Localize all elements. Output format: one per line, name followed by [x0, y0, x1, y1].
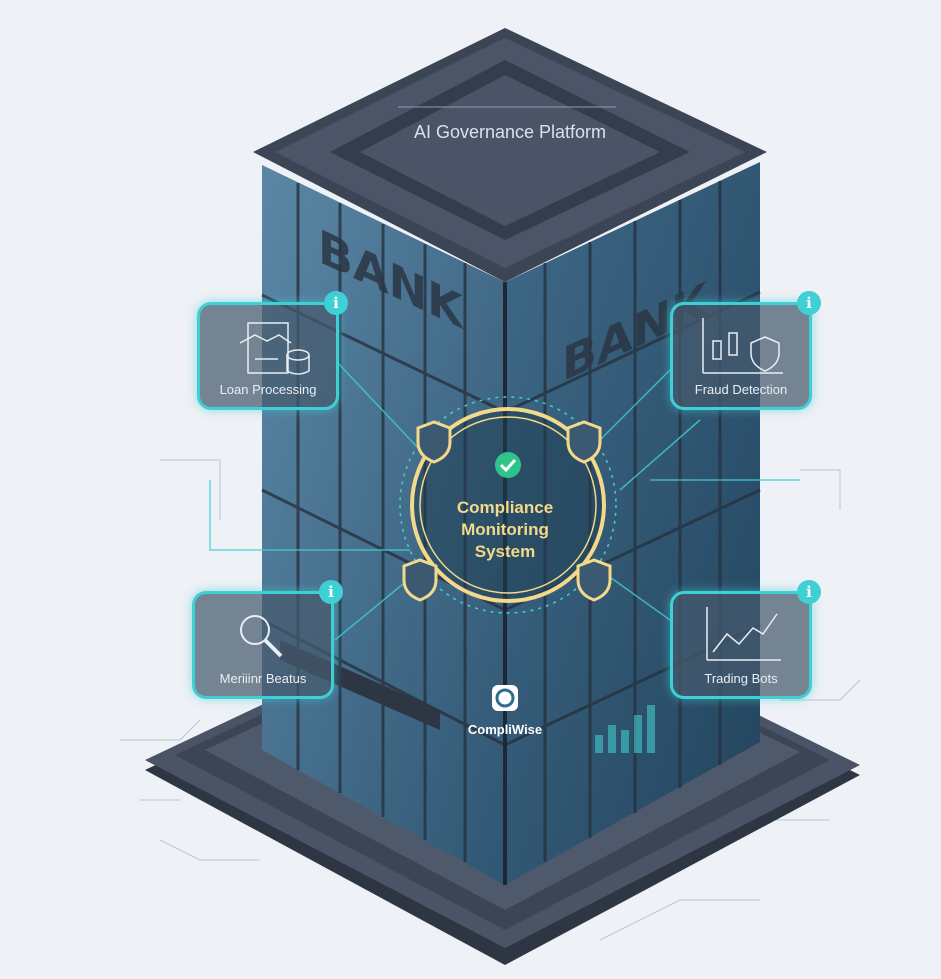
card-monitor-status[interactable]: Meriiinr Beatus i: [192, 580, 343, 699]
info-icon[interactable]: i: [797, 291, 821, 315]
brand-name: CompliWise: [467, 722, 543, 737]
line-chart-icon: [706, 607, 781, 661]
shield-check-icons: [402, 420, 612, 602]
magnifier-icon: [240, 615, 283, 658]
compliance-title: Compliance Monitoring System: [456, 498, 554, 561]
roof-title: AI Governance Platform: [413, 122, 607, 142]
circuit-lines: [120, 459, 861, 941]
check-circle-icon: [495, 452, 521, 478]
card-trading-bots[interactable]: Trading Bots i: [670, 580, 821, 699]
info-icon[interactable]: i: [797, 580, 821, 604]
card-loan-processing[interactable]: Loan Processing i: [197, 291, 348, 410]
bar-chart-decoration: [595, 705, 655, 753]
handshake-document-icon: [239, 322, 310, 375]
info-icon[interactable]: i: [319, 580, 343, 604]
candlestick-shield-icon: [702, 318, 783, 374]
compliwise-logo: [492, 685, 518, 711]
compliance-ring: [399, 396, 617, 614]
card-fraud-detection[interactable]: Fraud Detection i: [670, 291, 821, 410]
info-icon[interactable]: i: [324, 291, 348, 315]
